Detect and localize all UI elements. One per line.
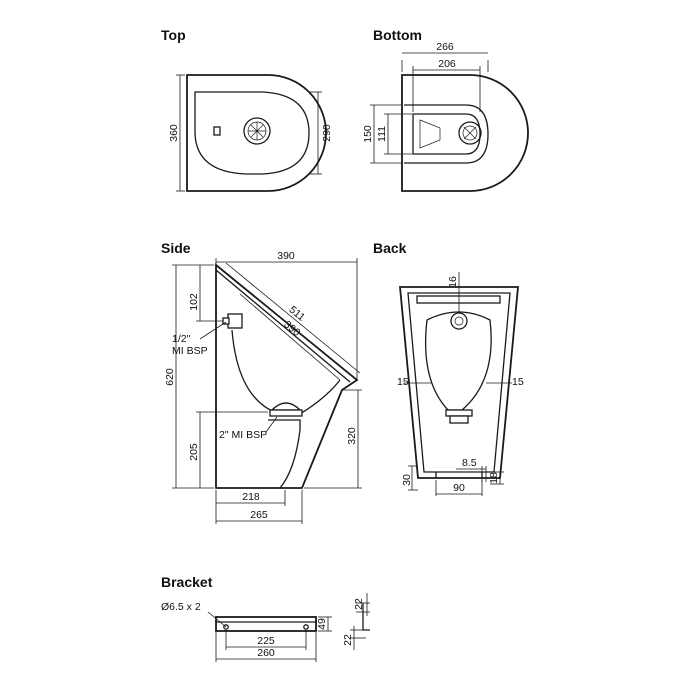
bottom-outer-width-value: 266 bbox=[436, 41, 454, 53]
top-basin-rim bbox=[194, 91, 310, 175]
bracket-length-value: 260 bbox=[257, 647, 275, 659]
top-spreader bbox=[213, 126, 221, 136]
bottom-recess-inner bbox=[412, 113, 481, 155]
side-outlet-pipe bbox=[268, 419, 301, 489]
bottom-drain bbox=[458, 121, 482, 145]
bracket-hole-left bbox=[223, 624, 229, 630]
bracket-flange-top-value: 22 bbox=[353, 598, 365, 610]
back-drain-body bbox=[449, 415, 469, 424]
bottom-view: Bottom 266 206 150 111 bbox=[362, 27, 529, 192]
back-bowl bbox=[424, 311, 492, 411]
side-slope-inner-dimension bbox=[239, 293, 341, 381]
bottom-inner-height-value: 111 bbox=[376, 126, 388, 142]
side-height-value: 620 bbox=[164, 368, 176, 386]
side-outline bbox=[215, 263, 359, 489]
back-inlet bbox=[450, 312, 468, 330]
top-outline bbox=[186, 74, 327, 192]
back-drain-flange bbox=[445, 409, 473, 417]
back-side-offset-value: 18 bbox=[488, 472, 500, 484]
top-drain-grate bbox=[248, 122, 266, 140]
back-base-height-value: 30 bbox=[401, 474, 413, 486]
bracket-view-title: Bracket bbox=[161, 574, 213, 590]
back-angle-left-value: 15 bbox=[397, 376, 409, 388]
top-view-title: Top bbox=[161, 27, 186, 43]
back-gap-value: 8.5 bbox=[462, 457, 477, 469]
side-drain-flange bbox=[269, 409, 303, 417]
top-view: Top 360 290 bbox=[161, 27, 333, 192]
side-top-edge bbox=[215, 269, 351, 383]
top-drain bbox=[243, 117, 271, 145]
bracket-hole-spacing-value: 225 bbox=[257, 635, 275, 647]
side-view-title: Side bbox=[161, 240, 191, 256]
back-top-offset-value: 16 bbox=[447, 276, 459, 288]
bottom-outlet-body bbox=[419, 119, 441, 149]
back-base-width-value: 90 bbox=[453, 482, 465, 494]
bracket-holes-label: Ø6.5 x 2 bbox=[161, 601, 201, 613]
bottom-outer-height-value: 150 bbox=[362, 125, 374, 143]
side-outlet-height-value: 205 bbox=[188, 443, 200, 461]
bottom-outline bbox=[401, 74, 529, 192]
side-inlet-nut bbox=[227, 313, 243, 329]
side-overall-depth-value: 265 bbox=[250, 509, 268, 521]
bracket-flange-bottom-value: 22 bbox=[342, 634, 354, 646]
back-angle-right-value: 15 bbox=[512, 376, 524, 388]
side-view: Side 390 511 390 620 102 205 bbox=[161, 240, 362, 524]
side-drain-dome bbox=[270, 402, 302, 411]
back-view: Back 16 15 15 8.5 90 30 18 bbox=[373, 240, 524, 496]
bracket-plate bbox=[215, 616, 317, 632]
bottom-recess bbox=[404, 104, 489, 164]
side-inlet-label: 1/2" bbox=[172, 333, 191, 345]
side-outlet-leader bbox=[265, 416, 278, 433]
bracket-height-value: 49 bbox=[316, 618, 328, 630]
top-inner-value: 290 bbox=[321, 124, 333, 142]
side-slope-outer-dimension bbox=[225, 262, 361, 374]
side-top-width-value: 390 bbox=[277, 250, 295, 262]
side-inlet-leader bbox=[199, 321, 227, 340]
bracket-holes-leader bbox=[207, 611, 227, 628]
side-outlet-label: 2" MI BSP bbox=[219, 429, 267, 441]
side-base-depth-value: 218 bbox=[242, 491, 260, 503]
back-inlet-inner bbox=[454, 316, 464, 326]
back-view-title: Back bbox=[373, 240, 407, 256]
side-front-height-value: 320 bbox=[346, 427, 358, 445]
bottom-view-title: Bottom bbox=[373, 27, 422, 43]
bracket-hole-right bbox=[303, 624, 309, 630]
side-inlet-height-value: 102 bbox=[188, 293, 200, 311]
bottom-drain-grate bbox=[463, 126, 477, 140]
top-depth-value: 360 bbox=[168, 124, 180, 142]
bottom-drain-inner bbox=[462, 125, 478, 141]
bottom-inner-width-value: 206 bbox=[438, 58, 456, 70]
bracket-view: Bracket Ø6.5 x 2 225 260 49 22 22 bbox=[161, 574, 370, 662]
side-inlet-thread-label: MI BSP bbox=[172, 345, 208, 357]
back-spreader-bar bbox=[416, 295, 501, 304]
